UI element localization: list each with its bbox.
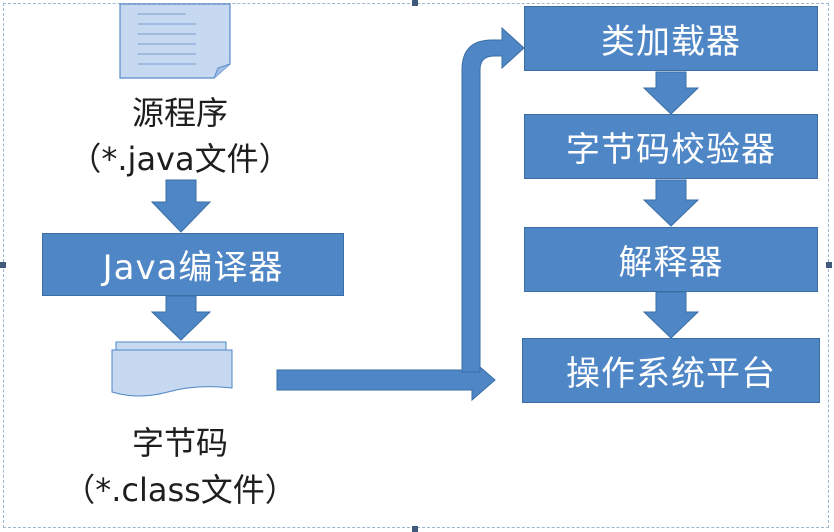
java-compiler-box: Java编译器: [42, 233, 344, 296]
resize-handle-left[interactable]: [0, 262, 6, 268]
bytecode-verifier-box: 字节码校验器: [524, 114, 818, 179]
resize-handle-right[interactable]: [826, 262, 832, 268]
resize-handle-bottom[interactable]: [412, 526, 418, 532]
bytecode-title: 字节码: [131, 424, 228, 462]
bytecode-stack-icon: [111, 341, 233, 397]
bytecode-subtitle: （*.class文件）: [63, 471, 297, 509]
class-loader-box: 类加载器: [524, 6, 818, 71]
source-program-title: 源程序: [131, 94, 228, 132]
arrow-down-to-compiler: [150, 179, 212, 233]
source-document-icon: [119, 3, 231, 79]
arrow-up-connector: [461, 26, 525, 373]
source-program-subtitle: （*.java文件）: [69, 140, 291, 178]
interpreter-box: 解释器: [524, 227, 818, 292]
arrow-down-to-verifier: [642, 71, 700, 115]
os-platform-box: 操作系统平台: [522, 338, 820, 403]
arrow-down-to-bytecode: [150, 295, 212, 341]
arrow-down-to-os: [642, 291, 700, 339]
resize-handle-top[interactable]: [412, 0, 418, 6]
arrow-down-to-interpreter: [642, 179, 700, 227]
